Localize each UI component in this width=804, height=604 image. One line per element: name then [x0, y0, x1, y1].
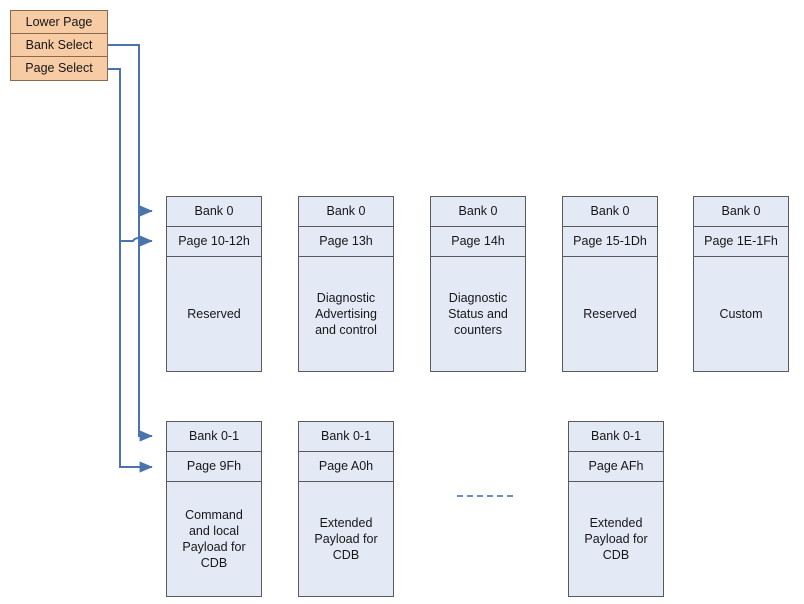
- page-header: Page 14h: [431, 227, 525, 257]
- page-header: Page 9Fh: [167, 452, 261, 482]
- body-line: Command: [185, 508, 243, 522]
- wire-bank-select-to-top: [108, 44, 153, 217]
- body-line: CDB: [332, 548, 360, 562]
- page-block-A0h[interactable]: Bank 0-1 Page A0h Extended Payload for C…: [298, 421, 394, 597]
- wire-page-select-to-top: [108, 68, 153, 247]
- wire-page-select-to-bottom: [119, 241, 153, 473]
- body-line: Reserved: [583, 307, 637, 321]
- bank-header: Bank 0: [167, 197, 261, 227]
- body-line: Advertising: [315, 307, 377, 321]
- legend-row-bank-select[interactable]: Bank Select: [11, 34, 107, 57]
- body-line: and control: [315, 323, 377, 337]
- body-line: Payload for: [584, 532, 648, 546]
- page-body: Reserved: [167, 257, 261, 371]
- body-line: and local: [188, 524, 240, 538]
- selector-stack: Lower Page Bank Select Page Select: [10, 10, 108, 81]
- body-line: counters: [454, 323, 502, 337]
- bank-header: Bank 0: [431, 197, 525, 227]
- body-line: Extended: [589, 516, 643, 530]
- continuation-dashed-line: [457, 495, 513, 497]
- bank-header: Bank 0: [694, 197, 788, 227]
- page-header: Page 13h: [299, 227, 393, 257]
- page-block-1E-1Fh[interactable]: Bank 0 Page 1E-1Fh Custom: [693, 196, 789, 372]
- bank-header: Bank 0-1: [299, 422, 393, 452]
- body-line: Payload for: [314, 532, 378, 546]
- body-line: Status and: [448, 307, 508, 321]
- page-header: Page 15-1Dh: [563, 227, 657, 257]
- page-header: Page A0h: [299, 452, 393, 482]
- body-line: Diagnostic: [316, 291, 376, 305]
- page-block-14h[interactable]: Bank 0 Page 14h Diagnostic Status and co…: [430, 196, 526, 372]
- bank-header: Bank 0: [563, 197, 657, 227]
- body-line: Extended: [319, 516, 373, 530]
- page-body: Reserved: [563, 257, 657, 371]
- legend-row-page-select[interactable]: Page Select: [11, 57, 107, 80]
- body-line: Diagnostic: [448, 291, 508, 305]
- page-block-10-12h[interactable]: Bank 0 Page 10-12h Reserved: [166, 196, 262, 372]
- bank-header: Bank 0-1: [569, 422, 663, 452]
- page-body: Diagnostic Advertising and control: [299, 257, 393, 371]
- body-line: Payload for: [182, 540, 246, 554]
- page-block-13h[interactable]: Bank 0 Page 13h Diagnostic Advertising a…: [298, 196, 394, 372]
- page-body: Command and local Payload for CDB: [167, 482, 261, 596]
- page-header: Page AFh: [569, 452, 663, 482]
- bank-header: Bank 0: [299, 197, 393, 227]
- legend-row-lower-page[interactable]: Lower Page: [11, 11, 107, 34]
- page-body: Diagnostic Status and counters: [431, 257, 525, 371]
- body-line: Reserved: [187, 307, 241, 321]
- body-line: CDB: [200, 556, 228, 570]
- page-body: Extended Payload for CDB: [299, 482, 393, 596]
- page-header: Page 1E-1Fh: [694, 227, 788, 257]
- body-line: Custom: [719, 307, 763, 321]
- body-line: CDB: [602, 548, 630, 562]
- page-block-15-1Dh[interactable]: Bank 0 Page 15-1Dh Reserved: [562, 196, 658, 372]
- page-header: Page 10-12h: [167, 227, 261, 257]
- page-body: Custom: [694, 257, 788, 371]
- wire-bank-select-to-bottom: [138, 211, 153, 442]
- page-body: Extended Payload for CDB: [569, 482, 663, 596]
- bank-header: Bank 0-1: [167, 422, 261, 452]
- page-block-9Fh[interactable]: Bank 0-1 Page 9Fh Command and local Payl…: [166, 421, 262, 597]
- page-block-AFh[interactable]: Bank 0-1 Page AFh Extended Payload for C…: [568, 421, 664, 597]
